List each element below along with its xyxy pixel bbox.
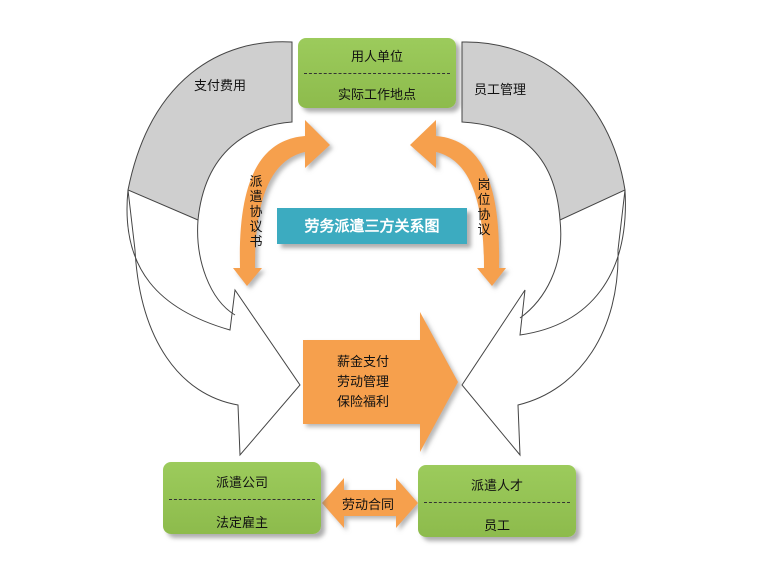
big-orange-arrow [303,312,458,452]
left-orange-arrow [233,120,330,286]
left-arc-top [127,41,293,221]
contract-double-arrow [322,478,418,528]
employer-box: 用人单位 实际工作地点 [298,38,456,108]
agency-box: 派遣公司 法定雇主 [163,462,321,534]
legal-employer-label: 法定雇主 [215,516,268,531]
labor-management-label: 劳动管理 [337,375,390,390]
talent-divider [424,502,570,503]
salary-payment-label: 薪金支付 [337,355,390,370]
right-arc-top [461,41,626,221]
right-orange-arrow [410,120,506,286]
labor-contract-label: 劳动合同 [342,498,395,513]
insurance-welfare-label: 保险福利 [337,395,390,410]
agency-divider [169,499,315,500]
staff-management-label: 员工管理 [474,83,527,98]
agency-label: 派遣公司 [215,476,268,491]
center-title: 劳务派遣三方关系图 [277,208,467,244]
right-arc-bottom [461,189,626,457]
talent-box: 派遣人才 员工 [418,465,576,537]
position-agreement-label: 岗位协议 [477,178,491,238]
employer-divider [304,73,450,74]
employee-label: 员工 [483,519,510,534]
employer-location-label: 实际工作地点 [337,88,416,103]
talent-label: 派遣人才 [470,479,523,494]
left-arc-bottom [126,189,301,457]
pay-fees-label: 支付费用 [194,79,247,94]
employer-label: 用人单位 [350,50,403,65]
dispatch-agreement-label: 派遣协议书 [249,175,263,250]
